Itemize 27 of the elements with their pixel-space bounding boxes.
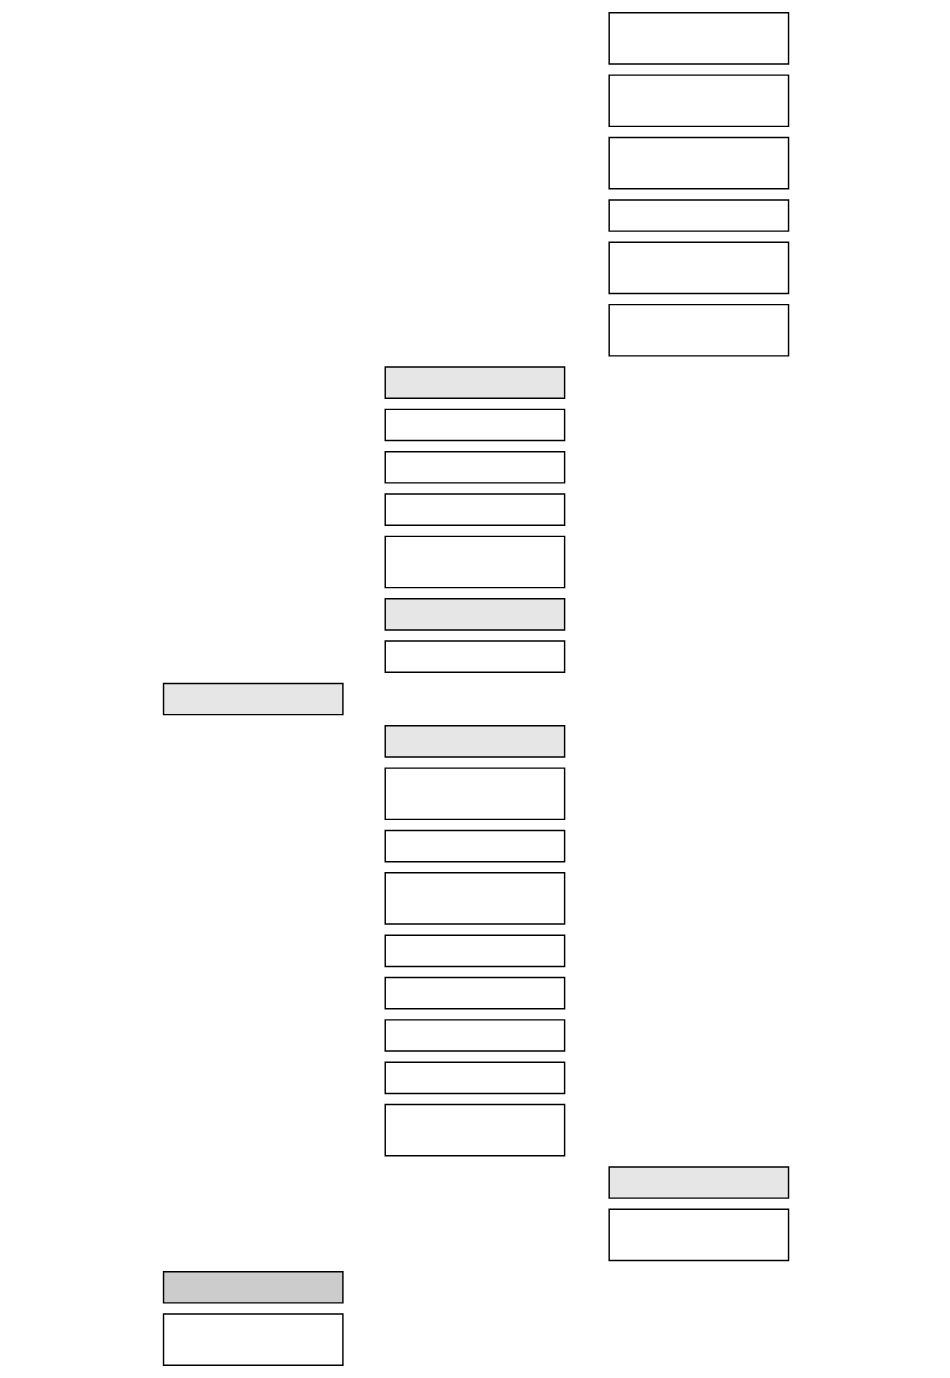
node-box: [384, 725, 566, 758]
node-box: [384, 366, 566, 399]
node-box: [384, 934, 566, 968]
node-box: [162, 682, 344, 716]
node-box: [384, 408, 566, 442]
node-box: [384, 1103, 566, 1157]
node-box: [608, 303, 790, 357]
node-box: [608, 199, 790, 232]
node-box: [384, 976, 566, 1010]
node-box: [608, 241, 790, 295]
node-box: [384, 829, 566, 863]
node-box: [384, 450, 566, 484]
node-box: [162, 1270, 344, 1304]
node-box: [384, 493, 566, 526]
node-box: [384, 1061, 566, 1095]
node-box: [608, 12, 790, 65]
node-box: [384, 598, 566, 631]
node-box: [384, 640, 566, 673]
node-box: [384, 1019, 566, 1052]
node-box: [384, 535, 566, 589]
node-box: [608, 1208, 790, 1262]
node-box: [384, 872, 566, 925]
node-box: [608, 136, 790, 190]
node-box: [608, 74, 790, 128]
node-box: [384, 767, 566, 821]
node-box: [608, 1166, 790, 1199]
node-box: [162, 1313, 344, 1366]
